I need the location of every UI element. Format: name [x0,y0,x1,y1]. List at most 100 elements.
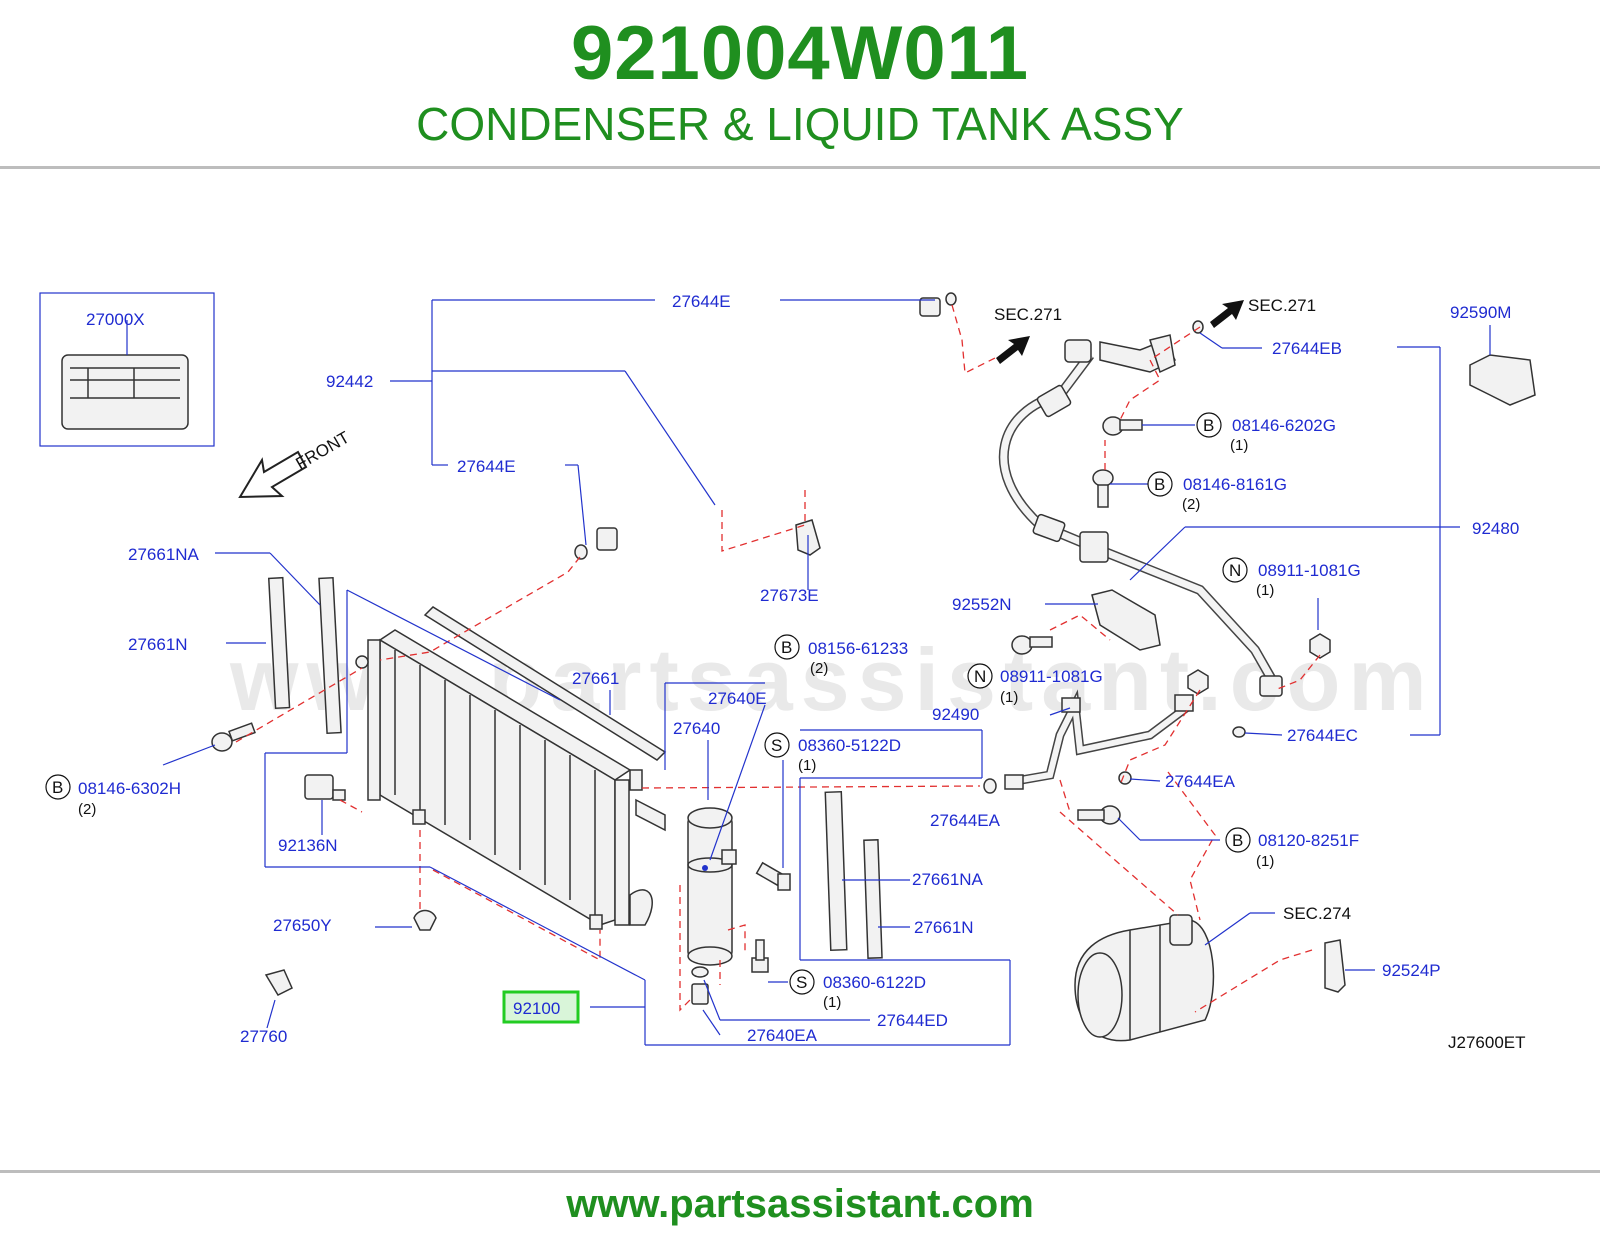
label-92442[interactable]: 92442 [326,372,373,391]
bolt-08120-8251f-drawing [1077,805,1121,825]
label-27640e[interactable]: 27640E [708,689,767,708]
leader-lines [126,299,1491,1046]
label-08120-8251f[interactable]: 08120-8251F [1258,831,1359,850]
nut-08911-1081g-b-drawing [1187,669,1209,695]
sec271-arrow-a [996,336,1030,364]
seal-27661n-left-drawing [318,576,342,735]
badge-n-1081g-b: N [974,667,986,686]
quantities: (2) (2) (1) (1) (1) (2) (1) (1) (1) [78,437,1274,1011]
bracket-92590m-drawing [1469,354,1536,406]
highlight-box-92100 [502,990,580,1024]
badge-s-5122d: S [771,736,782,755]
qty-1081g-b: (1) [1000,689,1018,706]
hose-92490-drawing [1004,689,1194,790]
label-92590m[interactable]: 92590M [1450,303,1511,322]
label-27760[interactable]: 27760 [240,1027,287,1046]
label-27000x[interactable]: 27000X [86,310,145,329]
label-27640ea[interactable]: 27640EA [747,1026,818,1045]
clip-27760-drawing [264,969,293,996]
pipe-92442-drawing [574,292,957,560]
label-sec271-b[interactable]: SEC.271 [1248,296,1316,315]
label-08156-61233[interactable]: 08156-61233 [808,639,908,658]
seal-27661n-right-drawing [863,839,883,959]
fitting-27640ea-drawing [691,983,709,1005]
qty-6302h: (2) [78,801,96,818]
compressor-sec274-drawing [1074,914,1215,1042]
o-ring-27644ec-drawing [1232,726,1246,738]
part-description-title: CONDENSER & LIQUID TANK ASSY [416,98,1184,150]
page-header: 921004W011 CONDENSER & LIQUID TANK ASSY [0,0,1600,168]
label-sec274[interactable]: SEC.274 [1283,904,1351,923]
label-08146-6302h[interactable]: 08146-6302H [78,779,181,798]
label-92136n[interactable]: 92136N [278,836,338,855]
bracket-92524p-drawing [1324,939,1346,993]
qty-61233: (2) [810,660,828,677]
bolt-08146-6202g-drawing [1102,416,1143,436]
label-front: FRONT [293,428,353,474]
seal-27661na-left-drawing [267,576,291,710]
grommet-27650y-drawing [413,909,437,931]
label-sec271-a[interactable]: SEC.271 [994,305,1062,324]
part-labels: 27000X 27644E 92442 27644E FRONT 27661NA… [78,292,1526,1052]
nut-08911-1081g-a-drawing [1309,633,1331,659]
qty-8251f: (1) [1256,853,1274,870]
label-08146-8161g[interactable]: 08146-8161G [1183,475,1287,494]
label-08911-1081g-b[interactable]: 08911-1081G [1000,667,1103,686]
badge-b-8251f: B [1232,831,1243,850]
qty-8161g: (2) [1182,496,1200,513]
label-27640[interactable]: 27640 [673,719,720,738]
label-08360-6122d[interactable]: 08360-6122D [823,973,926,992]
label-08146-6202g[interactable]: 08146-6202G [1232,416,1336,435]
badge-s-6122d: S [796,973,807,992]
label-08360-5122d[interactable]: 08360-5122D [798,736,901,755]
condenser-92100-drawing [355,629,666,930]
bolt-08360-5122d-drawing [755,861,791,891]
part-number-title: 921004W011 [571,11,1029,96]
label-27644ea-b[interactable]: 27644EA [1165,772,1236,791]
bolt-08156-61233-drawing [1011,635,1053,655]
o-ring-27644ea-b-drawing [1118,771,1132,785]
front-direction-arrow [238,450,308,499]
label-27661[interactable]: 27661 [572,669,619,688]
badge-letters: B B S S B B N N B [52,416,1243,992]
liquid-tank-27640-drawing [687,807,737,966]
header-divider [0,166,1600,169]
label-27644ea-a[interactable]: 27644EA [930,811,1001,830]
hose-92480-drawing [998,334,1283,697]
bolt-08146-8161g-drawing [1092,469,1114,508]
footer-website-link[interactable]: www.partsassistant.com [566,1182,1034,1226]
sec271-arrow-b [1210,300,1244,328]
label-27650y[interactable]: 27650Y [273,916,332,935]
badge-b-6302h: B [52,778,63,797]
badge-n-1081g-a: N [1229,561,1241,580]
label-92100[interactable]: 92100 [513,999,560,1018]
label-card-27000x-drawing [39,292,215,447]
sensor-92136n-drawing [304,774,346,801]
label-92552n[interactable]: 92552N [952,595,1012,614]
label-27661na-left[interactable]: 27661NA [128,545,200,564]
qty-6122d: (1) [823,994,841,1011]
bracket-92552n-drawing [1091,589,1161,651]
badge-b-61233: B [781,638,792,657]
label-92480[interactable]: 92480 [1472,519,1519,538]
o-ring-27644ed-drawing [691,966,709,978]
label-27644e-mid[interactable]: 27644E [457,457,516,476]
label-08911-1081g-a[interactable]: 08911-1081G [1258,561,1361,580]
label-27661n-right[interactable]: 27661N [914,918,974,937]
badge-b-8161g: B [1154,475,1165,494]
badges [45,412,1251,995]
qty-6202g: (1) [1230,437,1248,454]
seal-27661na-right-drawing [824,790,848,952]
label-92490[interactable]: 92490 [932,705,979,724]
label-27644eb[interactable]: 27644EB [1272,339,1342,358]
footer-divider [0,1170,1600,1173]
label-27673e[interactable]: 27673E [760,586,819,605]
bolt-08146-6302h-drawing [211,722,256,752]
label-27661na-right[interactable]: 27661NA [912,870,984,889]
label-92524p[interactable]: 92524P [1382,961,1441,980]
diagram-code: J27600ET [1448,1033,1526,1052]
label-27644e-top[interactable]: 27644E [672,292,731,311]
label-27644ec[interactable]: 27644EC [1287,726,1358,745]
label-27644ed[interactable]: 27644ED [877,1011,948,1030]
label-27661n-left[interactable]: 27661N [128,635,188,654]
